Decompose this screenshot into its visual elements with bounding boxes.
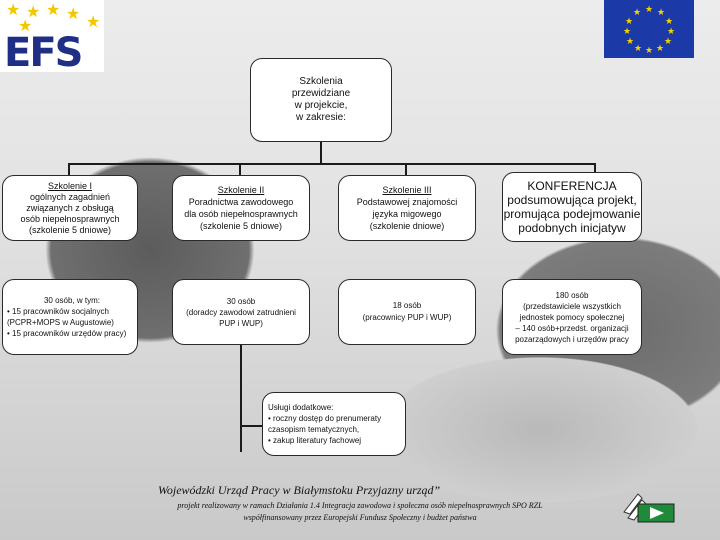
training-title: Szkolenie III [382, 185, 432, 195]
training-title: KONFERENCJA [527, 179, 617, 193]
star-icon: ★ [18, 16, 33, 35]
participants-line: 30 osób, w tym: [43, 296, 101, 305]
footer-description: projekt realizowany w ramach Działania 1… [115, 500, 605, 524]
participants-line: (przedstawiciele wszystkich [523, 301, 621, 311]
participants-box-3: 18 osób (pracownicy PUP i WUP) [338, 279, 476, 345]
extra-line: • zakup literatury fachowej [268, 436, 362, 445]
star-icon: ★ [6, 0, 21, 19]
star-icon: ★ [46, 0, 61, 19]
training-line: Poradnictwa zawodowego [188, 197, 294, 207]
root-box: Szkolenia przewidziane w projekcie, w za… [250, 58, 392, 142]
training-box-2: Szkolenie II Poradnictwa zawodowego dla … [172, 175, 310, 241]
participants-line: • 15 pracowników urzędów pracy) [7, 329, 127, 338]
extra-line: Usługi dodatkowe: [268, 403, 334, 412]
root-line: przewidziane [291, 88, 351, 99]
extra-line: czasopism tematycznych, [268, 425, 360, 434]
root-line: w projekcie, [294, 100, 348, 111]
efs-logo: ★ ★ ★ ★ ★ ★ EFS [0, 0, 104, 76]
training-line: osób niepełnosprawnych [20, 213, 120, 224]
root-line: Szkolenia [299, 76, 343, 87]
participants-line: pozarządowych i urzędów pracy [515, 334, 629, 344]
participants-line: – 140 osób+przedst. organizacji [515, 323, 629, 333]
root-line: w zakresie: [295, 112, 346, 123]
training-line: (szkolenie 5 dniowe) [28, 224, 112, 235]
participants-line: (pracownicy PUP i WUP) [362, 313, 452, 322]
connector-drop-3 [405, 163, 407, 175]
participants-box-1: 30 osób, w tym: • 15 pracowników socjaln… [2, 279, 138, 355]
training-line: promująca podejmowanie [503, 207, 641, 221]
efs-logo-text: EFS [4, 30, 83, 76]
participants-line: (PCPR+MOPS w Augustowie) [7, 318, 114, 327]
participants-line: 30 osób [226, 296, 256, 306]
participants-box-2: 30 osób (doradcy zawodowi zatrudnieni PU… [172, 279, 310, 345]
participants-box-4: 180 osób (przedstawiciele wszystkich jed… [502, 279, 642, 355]
training-line: podobnych inicjatyw [518, 221, 626, 235]
training-line: języka migowego [372, 209, 442, 219]
connector-drop-2 [239, 163, 241, 175]
training-line: (szkolenie dniowe) [369, 221, 445, 231]
connector-extra-h [240, 425, 262, 427]
training-box-4: KONFERENCJA podsumowująca projekt, promu… [502, 172, 642, 242]
participants-line: PUP i WUP) [219, 318, 263, 328]
training-title: Szkolenie II [217, 185, 265, 195]
participants-line: jednostek pomocy społecznej [519, 312, 625, 322]
participants-line: 180 osób [555, 290, 589, 300]
training-box-3: Szkolenie III Podstawowej znajomości jęz… [338, 175, 476, 241]
connector-extra [240, 312, 242, 452]
training-line: związanych z obsługą [26, 202, 114, 213]
participants-line: 18 osób [392, 301, 422, 310]
connector-drop-1 [68, 163, 70, 175]
training-line: podsumowująca projekt, [507, 193, 637, 207]
connector-trunk [320, 140, 322, 164]
training-title: Szkolenie I [47, 180, 93, 191]
training-line: Podstawowej znajomości [356, 197, 458, 207]
footer-line: projekt realizowany w ramach Działania 1… [177, 501, 543, 510]
extra-line: • roczny dostęp do prenumeraty [268, 414, 382, 423]
extra-services-box: Usługi dodatkowe: • roczny dostęp do pre… [262, 392, 406, 456]
participants-line: • 15 pracowników socjalnych [7, 307, 109, 316]
star-icon: ★ [66, 4, 81, 23]
participants-line: (doradcy zawodowi zatrudnieni [186, 307, 296, 317]
training-box-1: Szkolenie I ogólnych zagadnień związanyc… [2, 175, 138, 241]
connector-horizontal [68, 163, 595, 165]
eu-flag-icon: ★ ★ ★ ★ ★ ★ ★ ★ ★ ★ ★ ★ [604, 0, 694, 58]
training-line: dla osób niepełnosprawnych [184, 209, 298, 219]
next-arrow-icon[interactable] [620, 490, 680, 530]
training-line: (szkolenie 5 dniowe) [199, 221, 283, 231]
star-icon: ★ [86, 12, 101, 31]
training-line: ogólnych zagadnień [29, 191, 111, 202]
star-icon: ★ [26, 2, 41, 21]
footer-line: współfinansowany przez Europejski Fundus… [243, 513, 477, 522]
footer-title: Wojewódzki Urząd Pracy w Białymstoku Prz… [158, 483, 441, 497]
connector-drop-4 [594, 163, 596, 175]
